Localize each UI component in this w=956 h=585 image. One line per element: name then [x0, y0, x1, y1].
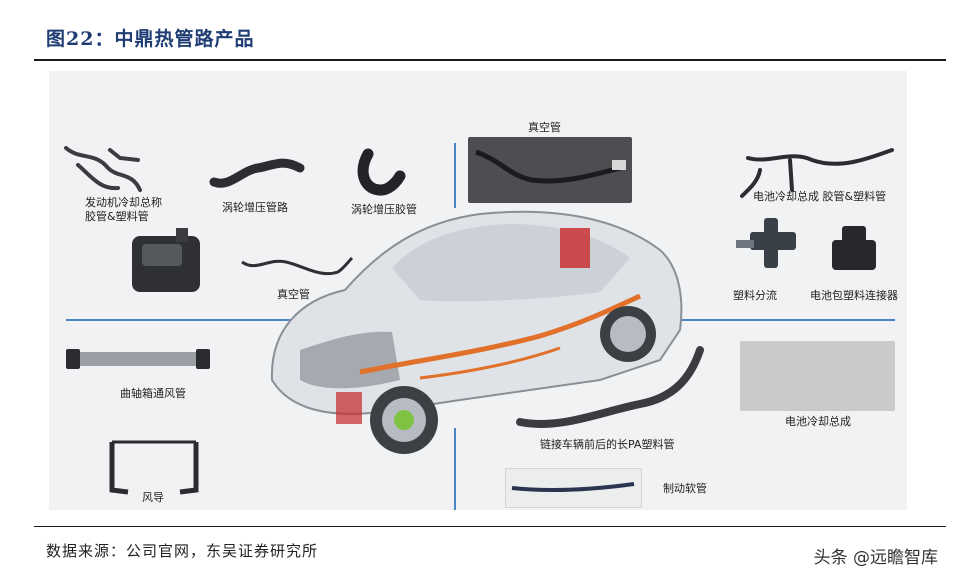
battery-connector-icon: [832, 226, 876, 270]
source-note: 数据来源：公司官网，东吴证券研究所: [46, 542, 319, 560]
coolant-reservoir-icon: [132, 228, 200, 292]
label-battery-connector: 电池包塑料连接器: [810, 289, 898, 302]
air-guide-icon: [109, 440, 199, 495]
vacuum-pipe-left-icon: [241, 256, 354, 276]
turbo-hose-icon: [357, 148, 406, 196]
label-turbo-pipe: 涡轮增压管路: [222, 201, 288, 214]
vacuum-pipe-top-icon: [475, 149, 621, 184]
battery-cooling-plate-photo: [740, 341, 895, 411]
label-air-guide: 风导: [142, 491, 164, 504]
label-crankcase-vent: 曲轴箱通风管: [120, 387, 186, 400]
battery-cooling-pipes-icon: [740, 148, 894, 198]
plastic-splitter-icon: [736, 218, 796, 268]
pa-pipe-icon: [516, 346, 704, 428]
label-pa-pipe: 链接车辆前后的长PA塑料管: [540, 438, 675, 451]
crankcase-vent-icon: [66, 349, 210, 369]
label-battery-cooling-pipes: 电池冷却总成 胶管&塑料管: [753, 190, 887, 203]
figure-title: 图22：中鼎热管路产品: [46, 28, 255, 50]
label-brake-hose: 制动软管: [663, 482, 707, 495]
bottom-divider-rule: [34, 526, 946, 527]
turbo-pipe-icon: [209, 158, 305, 188]
watermark-text: 头条 @远瞻智库: [813, 548, 938, 568]
label-engine-cooling: 发动机冷却总称: [85, 196, 162, 209]
label-vacuum-left: 真空管: [277, 288, 310, 301]
top-divider-rule: [34, 59, 946, 61]
engine-cooling-hose-icon: [64, 146, 142, 192]
car-cutaway-icon: [270, 210, 683, 454]
label-plastic-splitter: 塑料分流: [733, 289, 777, 302]
label-turbo-hose: 涡轮增压胶管: [351, 203, 417, 216]
label-vacuum-top: 真空管: [528, 121, 561, 134]
label-engine-cooling-line2: 胶管&塑料管: [85, 210, 149, 223]
label-battery-cooling-assembly: 电池冷却总成: [785, 415, 851, 428]
brake-hose-icon: [511, 482, 635, 493]
